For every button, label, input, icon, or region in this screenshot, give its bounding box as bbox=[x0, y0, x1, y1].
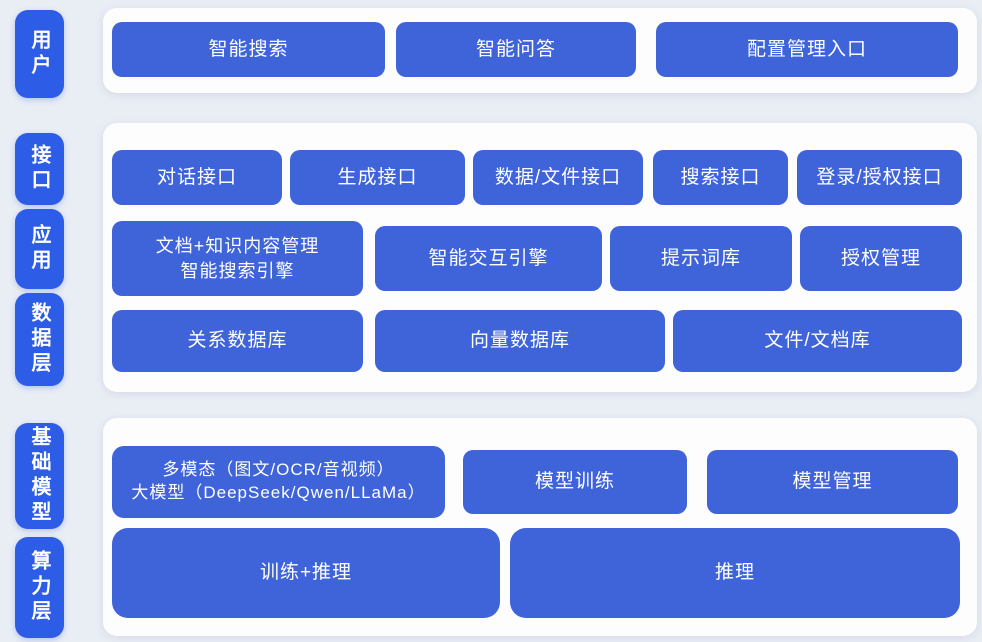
block-config-management-entry: 配置管理入口 bbox=[656, 22, 958, 77]
block-doc-knowledge-search-engine: 文档+知识内容管理 智能搜索引擎 bbox=[112, 221, 363, 296]
block-multimodal-large-model: 多模态（图文/OCR/音视频） 大模型（DeepSeek/Qwen/LLaMa） bbox=[112, 446, 445, 518]
block-model-training: 模型训练 bbox=[463, 450, 687, 514]
block-authorization-management: 授权管理 bbox=[800, 226, 962, 291]
block-relational-database: 关系数据库 bbox=[112, 310, 363, 372]
block-training-inference: 训练+推理 bbox=[112, 528, 500, 618]
block-inference: 推理 bbox=[510, 528, 960, 618]
block-prompt-library: 提示词库 bbox=[610, 226, 792, 291]
block-generation-api: 生成接口 bbox=[290, 150, 465, 205]
layer-tab-application: 应用 bbox=[15, 209, 64, 289]
block-dialog-api: 对话接口 bbox=[112, 150, 282, 205]
block-vector-database: 向量数据库 bbox=[375, 310, 665, 372]
block-login-auth-api: 登录/授权接口 bbox=[797, 150, 962, 205]
block-data-file-api: 数据/文件接口 bbox=[473, 150, 643, 205]
layer-tab-base-model: 基础模型 bbox=[15, 423, 64, 529]
layer-tab-interface: 接口 bbox=[15, 133, 64, 205]
block-smart-search: 智能搜索 bbox=[112, 22, 385, 77]
layer-tab-compute-layer: 算力层 bbox=[15, 537, 64, 638]
layer-tab-user: 用户 bbox=[15, 10, 64, 98]
block-smart-qa: 智能问答 bbox=[396, 22, 636, 77]
block-model-management: 模型管理 bbox=[707, 450, 958, 514]
layer-tab-data-layer: 数据层 bbox=[15, 293, 64, 386]
block-search-api: 搜索接口 bbox=[653, 150, 788, 205]
block-file-document-store: 文件/文档库 bbox=[673, 310, 962, 372]
block-intelligent-interaction-engine: 智能交互引擎 bbox=[375, 226, 602, 291]
